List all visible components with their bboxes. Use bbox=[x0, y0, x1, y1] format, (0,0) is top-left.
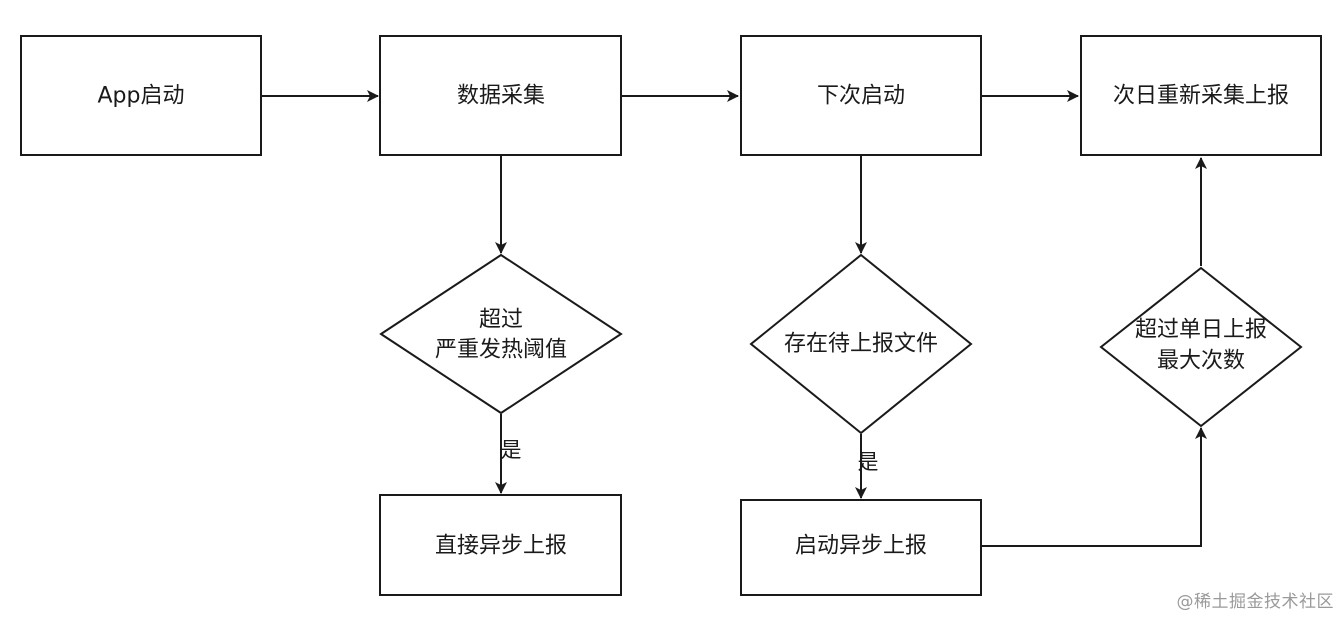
node-next-day-recollect-label: 次日重新采集上报 bbox=[1113, 84, 1289, 109]
node-app-start-label: App启动 bbox=[98, 84, 185, 109]
edge-label-yes-1: 是 bbox=[501, 438, 522, 462]
node-next-launch: 下次启动 bbox=[740, 35, 982, 156]
node-next-day-recollect: 次日重新采集上报 bbox=[1080, 35, 1322, 156]
node-next-launch-label: 下次启动 bbox=[817, 84, 905, 109]
node-start-async-report-label: 启动异步上报 bbox=[795, 534, 927, 559]
node-data-collect: 数据采集 bbox=[379, 35, 622, 156]
node-app-start: App启动 bbox=[20, 35, 262, 156]
edge-label-yes-2: 是 bbox=[858, 450, 879, 474]
decision-pending-file: 存在待上报文件 bbox=[749, 253, 973, 435]
node-data-collect-label: 数据采集 bbox=[457, 84, 545, 109]
node-direct-async-report-label: 直接异步上报 bbox=[435, 534, 567, 559]
edge-start-report-to-daily-max bbox=[982, 427, 1207, 547]
node-start-async-report: 启动异步上报 bbox=[740, 499, 982, 596]
decision-pending-file-label: 存在待上报文件 bbox=[784, 332, 938, 357]
decision-exceed-daily-max-line2: 最大次数 bbox=[1157, 349, 1245, 374]
decision-exceed-threshold: 超过 严重发热阈值 bbox=[379, 253, 623, 415]
decision-exceed-daily-max: 超过单日上报 最大次数 bbox=[1099, 266, 1303, 428]
decision-exceed-threshold-line2: 严重发热阈值 bbox=[435, 338, 567, 363]
decision-exceed-daily-max-line1: 超过单日上报 bbox=[1135, 318, 1267, 343]
decision-exceed-threshold-line1: 超过 bbox=[479, 308, 523, 333]
watermark-text: @稀土掘金技术社区 bbox=[1176, 592, 1334, 612]
node-direct-async-report: 直接异步上报 bbox=[379, 494, 622, 596]
